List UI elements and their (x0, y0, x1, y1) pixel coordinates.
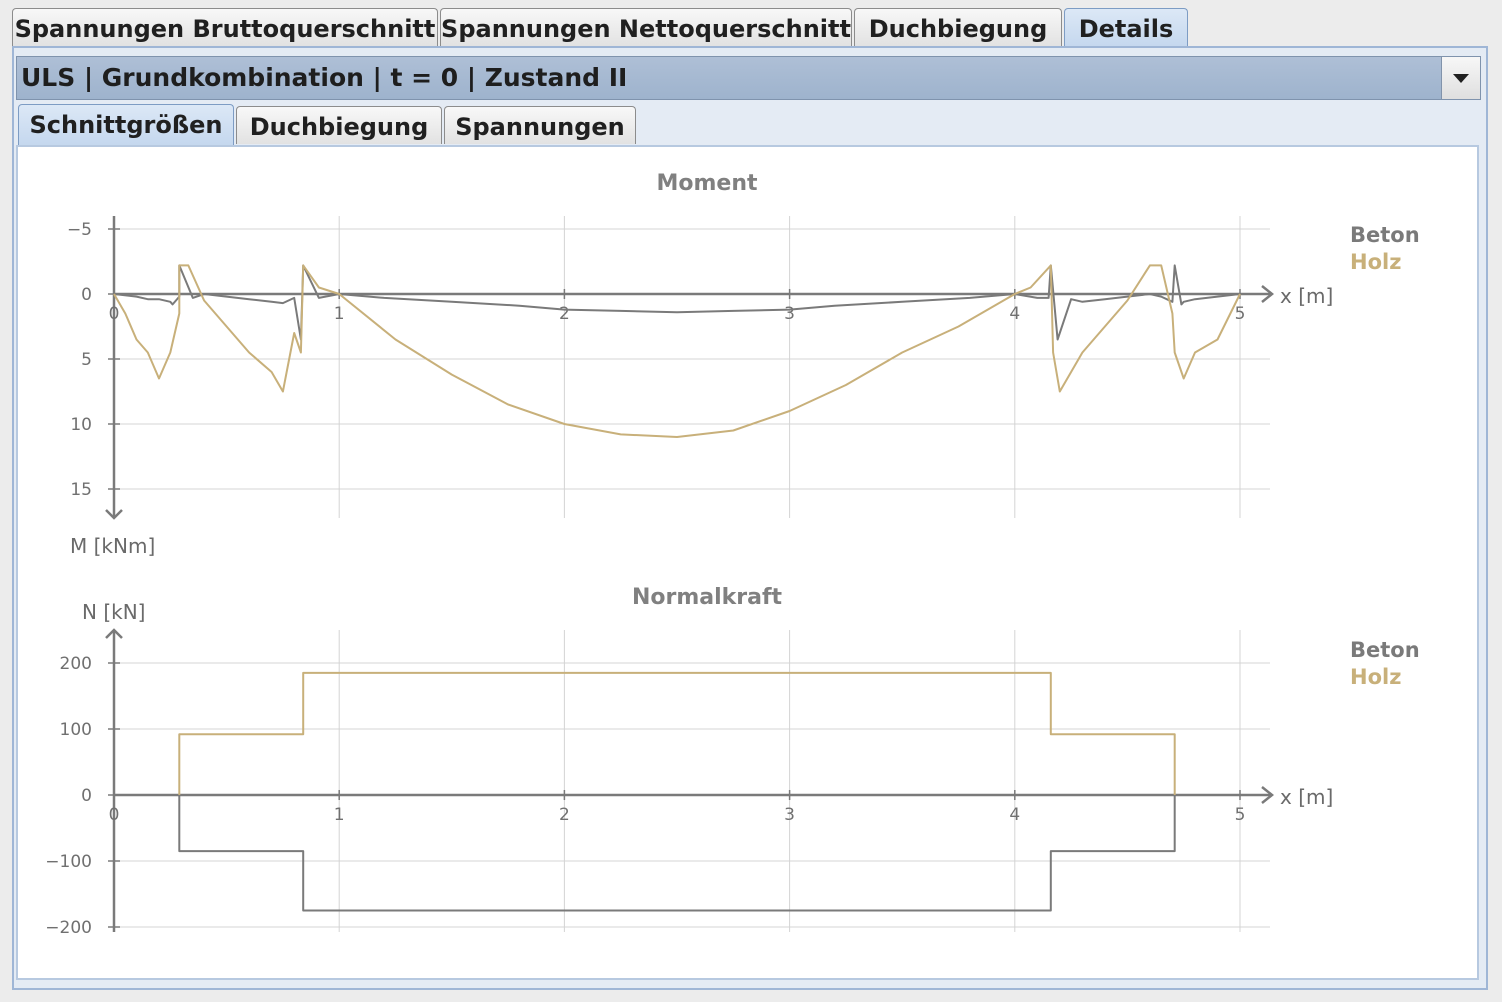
tab-spannungen[interactable]: Spannungen (444, 106, 636, 144)
main-tab-bar: Spannungen Bruttoquerschnitt Spannungen … (12, 8, 1488, 48)
legend-beton: Beton (1350, 223, 1420, 247)
tab-spannungen-nettoquerschnitt[interactable]: Spannungen Nettoquerschnitt (440, 8, 852, 46)
y-axis-label: M [kNm] (70, 534, 155, 558)
sub-tab-bar: Schnittgrößen Duchbiegung Spannungen (18, 104, 1478, 146)
x-axis-arrow (1261, 285, 1275, 303)
y-tick-label: −5 (67, 220, 92, 240)
y-tick-label: 10 (70, 415, 92, 435)
load-case-select-value: ULS | Grundkombination | t = 0 | Zustand… (21, 63, 628, 92)
x-axis-label: x [m] (1280, 785, 1333, 809)
y-tick-label: 100 (60, 720, 92, 740)
series-line-holz (113, 264, 1241, 438)
x-tick-label: 5 (1235, 805, 1246, 825)
x-tick-label: 3 (784, 304, 795, 324)
y-tick-label: 15 (70, 480, 92, 500)
legend-holz: Holz (1350, 665, 1401, 689)
y-axis-arrow (105, 509, 123, 520)
tab-details[interactable]: Details (1064, 8, 1188, 48)
x-tick-label: 2 (559, 805, 570, 825)
x-tick-label: 1 (334, 304, 345, 324)
y-axis-arrow (105, 628, 123, 639)
legend-beton: Beton (1350, 638, 1420, 662)
series-line-beton (113, 264, 1241, 341)
y-tick-label: −100 (45, 852, 92, 872)
x-tick-label: 2 (559, 304, 570, 324)
y-tick-label: 5 (81, 350, 92, 370)
x-tick-label: 5 (1235, 304, 1246, 324)
x-tick-label: 0 (109, 805, 120, 825)
normalkraft-chart-title: Normalkraft (632, 585, 783, 610)
moment-chart-title: Moment (656, 171, 758, 196)
series-line-beton (178, 795, 1176, 912)
x-tick-label: 0 (109, 304, 120, 324)
tab-spannungen-bruttoquerschnitt[interactable]: Spannungen Bruttoquerschnitt (12, 8, 438, 46)
tab-schnittgroessen[interactable]: Schnittgrößen (18, 104, 234, 146)
x-axis-arrow (1261, 786, 1275, 804)
combo-dropdown-button[interactable] (1441, 57, 1480, 99)
tab-sub-duchbiegung[interactable]: Duchbiegung (236, 106, 442, 144)
legend-holz: Holz (1350, 250, 1401, 274)
y-tick-label: 0 (81, 786, 92, 806)
series-line-holz (178, 671, 1176, 795)
y-tick-label: −200 (45, 918, 92, 938)
y-tick-label: 0 (81, 285, 92, 305)
x-tick-label: 4 (1009, 304, 1020, 324)
y-tick-label: 200 (60, 654, 92, 674)
x-tick-label: 4 (1009, 805, 1020, 825)
chevron-down-icon (1453, 74, 1469, 83)
tab-duchbiegung[interactable]: Duchbiegung (854, 8, 1062, 46)
x-axis-label: x [m] (1280, 284, 1333, 308)
x-tick-label: 1 (334, 805, 345, 825)
load-case-select[interactable]: ULS | Grundkombination | t = 0 | Zustand… (16, 56, 1481, 100)
y-axis-label: N [kN] (82, 600, 145, 624)
x-tick-label: 3 (784, 805, 795, 825)
